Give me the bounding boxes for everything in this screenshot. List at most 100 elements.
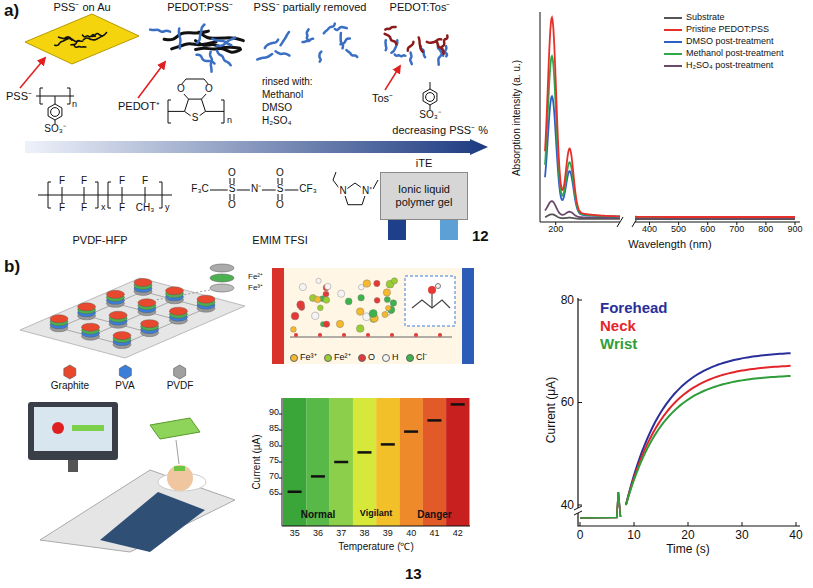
hydrogen-dot [436, 284, 441, 289]
ion-label: PEDOT⁺ [118, 100, 160, 112]
ion-dot [291, 327, 297, 333]
axis-tick: 35 [290, 529, 300, 539]
ion-dot [386, 305, 391, 310]
ion-dot [323, 297, 330, 304]
arrow-label: decreasing PSS⁻ % [392, 124, 488, 136]
patch-zoom [150, 418, 200, 439]
current-curve [580, 492, 621, 518]
zoom-line [155, 290, 210, 300]
temperature-band [353, 398, 376, 526]
axis-tick: 0 [577, 529, 584, 542]
polymer-chain [445, 46, 447, 56]
atom-label: F₃C [190, 184, 209, 194]
spectrum-curve [635, 218, 795, 220]
axis-tick: 60 [561, 396, 574, 409]
legend-swatch [62, 364, 78, 380]
polymer-chain [346, 50, 357, 57]
legend-item: O [358, 353, 375, 363]
current-mark [358, 451, 372, 454]
ion-label: Fe³⁺ [248, 284, 263, 293]
polymer-chain [442, 36, 448, 47]
atom-label: SO₃⁻ [43, 124, 67, 134]
legend-line-sample [664, 41, 682, 43]
aromatic-circle [51, 108, 60, 117]
polymer-chain [281, 32, 289, 45]
ion-dot [390, 300, 396, 306]
legend-item: Fe³⁺ [290, 353, 317, 363]
axis-line [282, 398, 470, 526]
current-mark [334, 461, 348, 464]
ion-dot [359, 285, 365, 291]
atom-label: O [227, 200, 237, 210]
atom-label: O [275, 168, 285, 178]
axis-tick: 38 [360, 529, 370, 539]
hexagon-swatch [64, 365, 76, 379]
bond-line [430, 82, 431, 89]
ion-dot [336, 320, 343, 327]
axis-tick: 41 [429, 529, 439, 539]
polymer-chain [92, 33, 107, 37]
axis-tick-mark [279, 430, 282, 431]
atom-label: F [118, 176, 126, 186]
atom-label: N⁻ [250, 184, 262, 194]
hydroxyl-dot [342, 333, 346, 337]
axis-title: Time (s) [666, 543, 710, 556]
legend-text: O [368, 353, 375, 363]
leader-arrow [138, 62, 165, 98]
electrode [272, 268, 284, 364]
legend-swatch [358, 354, 366, 362]
legend-item: Wrist [600, 336, 637, 353]
temperature-band [283, 398, 306, 526]
pva-unit [431, 294, 432, 308]
sensor-layer [197, 295, 215, 303]
hydroxyl-dot [366, 333, 370, 337]
legend-text: Graphite [51, 380, 89, 391]
current-mark [381, 443, 395, 446]
aromatic-circle [426, 93, 435, 102]
sensor-layer [50, 315, 68, 323]
temperature-chart [279, 398, 470, 526]
zoom-box [405, 276, 455, 326]
legend-swatch [172, 364, 188, 380]
spectrum-curve [545, 18, 620, 217]
ion-dot [291, 312, 299, 320]
compound-name: EMIM TFSI [252, 234, 307, 246]
hydroxyl-dot [414, 333, 418, 337]
temperature-band [446, 398, 469, 526]
polymer-chain [408, 42, 414, 51]
figure-number: 12 [472, 228, 489, 245]
axis-break [574, 511, 582, 515]
box-heading: iTE [416, 157, 433, 170]
bond-line [55, 96, 56, 104]
axis-title: Temperature (℃) [338, 541, 414, 552]
compound-name: PVDF-HFP [73, 234, 128, 246]
current-mark [311, 475, 325, 478]
atom-label: F [141, 176, 149, 186]
axis-tick: 90 [269, 408, 279, 418]
atom-label: CH₃ [135, 203, 156, 213]
sensor-layer [169, 307, 187, 315]
atom-label: O [204, 84, 214, 94]
figure-number: 13 [405, 566, 422, 583]
sensor-layer [166, 287, 184, 295]
axis-break [574, 506, 582, 510]
monitor-screen [34, 407, 112, 451]
current-mark [451, 403, 465, 406]
substrate-sheet [20, 278, 245, 358]
legend-text: Fe³⁺ [300, 353, 317, 363]
sensor-layer [82, 323, 100, 331]
axis-tick-mark [580, 522, 581, 526]
electrolyte-region [284, 268, 462, 364]
spectrum-curve [635, 217, 795, 219]
legend-text: Wrist [600, 336, 637, 353]
caption-label: PEDOT:PSS⁻ [167, 1, 233, 13]
bracket [95, 182, 98, 208]
polymer-chain [395, 54, 406, 56]
caption-label: PSS⁻ on Au [53, 1, 110, 13]
sensor-patch [174, 466, 185, 471]
electrode [388, 220, 406, 240]
polymer-chain [307, 29, 309, 39]
bond-line [62, 187, 63, 204]
